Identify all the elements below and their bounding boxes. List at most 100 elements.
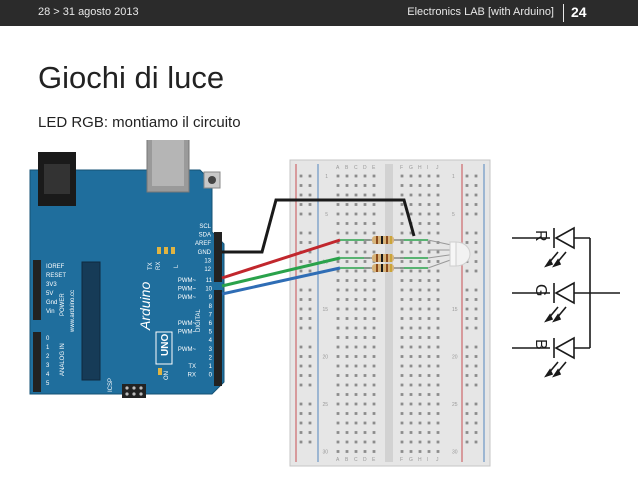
breadboard-hole — [354, 421, 358, 425]
diode-r — [544, 226, 575, 268]
breadboard-hole — [336, 288, 340, 292]
breadboard-hole — [354, 260, 358, 263]
pin-function-label: PWM~ — [178, 287, 197, 293]
breadboard-hole — [418, 222, 422, 225]
breadboard-hole — [436, 421, 440, 425]
power-label: POWER — [60, 293, 66, 316]
pin-label: AREF — [195, 241, 211, 247]
rail-hole — [308, 288, 312, 292]
breadboard-hole — [436, 440, 440, 444]
breadboard-hole — [409, 336, 413, 339]
breadboard-hole — [354, 355, 358, 358]
pin-function-label: PWM~ — [178, 278, 197, 284]
breadboard-hole — [436, 184, 440, 187]
breadboard-hole — [372, 212, 376, 216]
breadboard-hole — [336, 241, 340, 244]
breadboard-hole — [354, 184, 358, 187]
rail-hole — [308, 440, 312, 444]
svg-text:UNO: UNO — [160, 334, 171, 356]
breadboard-hole — [354, 174, 358, 178]
slide-title: Giochi di luce — [38, 60, 225, 95]
rail-hole — [474, 260, 478, 263]
breadboard-hole — [336, 355, 340, 358]
breadboard-hole — [409, 421, 413, 425]
breadboard-hole — [363, 393, 367, 396]
rail-hole — [474, 383, 478, 387]
breadboard-hole — [372, 288, 376, 292]
rail-hole — [474, 203, 478, 206]
rail-hole — [299, 383, 303, 387]
breadboard-hole — [363, 241, 367, 244]
rail-hole — [474, 317, 478, 320]
breadboard-hole — [336, 383, 340, 387]
breadboard-hole — [400, 431, 404, 434]
breadboard-hole — [336, 393, 340, 396]
breadboard-hole — [372, 383, 376, 387]
breadboard-hole — [427, 269, 431, 273]
breadboard-hole — [372, 222, 376, 225]
rail-hole — [465, 421, 469, 425]
rail-hole — [465, 345, 469, 349]
header-date: 28 > 31 agosto 2013 — [38, 6, 139, 18]
breadboard-hole — [400, 298, 404, 301]
breadboard-hole — [354, 307, 358, 311]
breadboard-hole — [363, 345, 367, 349]
breadboard-hole — [363, 336, 367, 339]
breadboard-hole — [418, 431, 422, 434]
breadboard-hole — [427, 298, 431, 301]
breadboard-hole — [354, 222, 358, 225]
breadboard-hole — [372, 203, 376, 206]
url-label: www.arduino.cc — [70, 290, 76, 333]
pin-number: 3 — [209, 347, 213, 353]
rail-hole — [299, 174, 303, 178]
breadboard-hole — [400, 231, 404, 235]
breadboard-hole — [354, 412, 358, 415]
rail-hole — [299, 431, 303, 434]
breadboard-hole — [436, 412, 440, 415]
rail-hole — [474, 326, 478, 330]
rail-hole — [308, 269, 312, 273]
breadboard-hole — [409, 364, 413, 368]
breadboard-hole — [427, 231, 431, 235]
breadboard-hole — [345, 364, 349, 368]
breadboard-hole — [354, 288, 358, 292]
breadboard-hole — [400, 184, 404, 187]
breadboard-col-label: A — [336, 457, 340, 463]
breadboard-hole — [354, 241, 358, 244]
breadboard-hole — [400, 241, 404, 244]
breadboard-col-label: A — [336, 165, 340, 171]
breadboard-col-label: E — [372, 457, 376, 463]
breadboard-hole — [427, 431, 431, 434]
breadboard-hole — [418, 298, 422, 301]
page-number: 24 — [571, 4, 587, 20]
breadboard-hole — [427, 184, 431, 187]
breadboard-hole — [436, 279, 440, 282]
rail-hole — [465, 364, 469, 368]
breadboard-hole — [363, 279, 367, 282]
breadboard-hole — [436, 383, 440, 387]
breadboard-hole — [427, 364, 431, 368]
rail-hole — [465, 374, 469, 377]
rail-hole — [308, 250, 312, 254]
breadboard-hole — [400, 203, 404, 206]
breadboard-hole — [436, 431, 440, 434]
breadboard-row-label: 25 — [452, 402, 458, 408]
pin-label: 12 — [204, 267, 211, 273]
breadboard-hole — [427, 374, 431, 377]
breadboard-hole — [345, 383, 349, 387]
breadboard-hole — [345, 326, 349, 330]
breadboard-hole — [409, 184, 413, 187]
breadboard-hole — [400, 412, 404, 415]
breadboard-hole — [436, 260, 440, 263]
breadboard-hole — [363, 440, 367, 444]
resistor-1 — [364, 236, 404, 244]
breadboard-hole — [363, 203, 367, 206]
rail-hole — [308, 317, 312, 320]
breadboard-hole — [418, 393, 422, 396]
breadboard-hole — [345, 307, 349, 311]
breadboard-hole — [436, 203, 440, 206]
digital-label: DIGITAL — [196, 308, 202, 332]
breadboard-hole — [427, 307, 431, 311]
breadboard-hole — [354, 402, 358, 406]
breadboard-hole — [363, 307, 367, 311]
